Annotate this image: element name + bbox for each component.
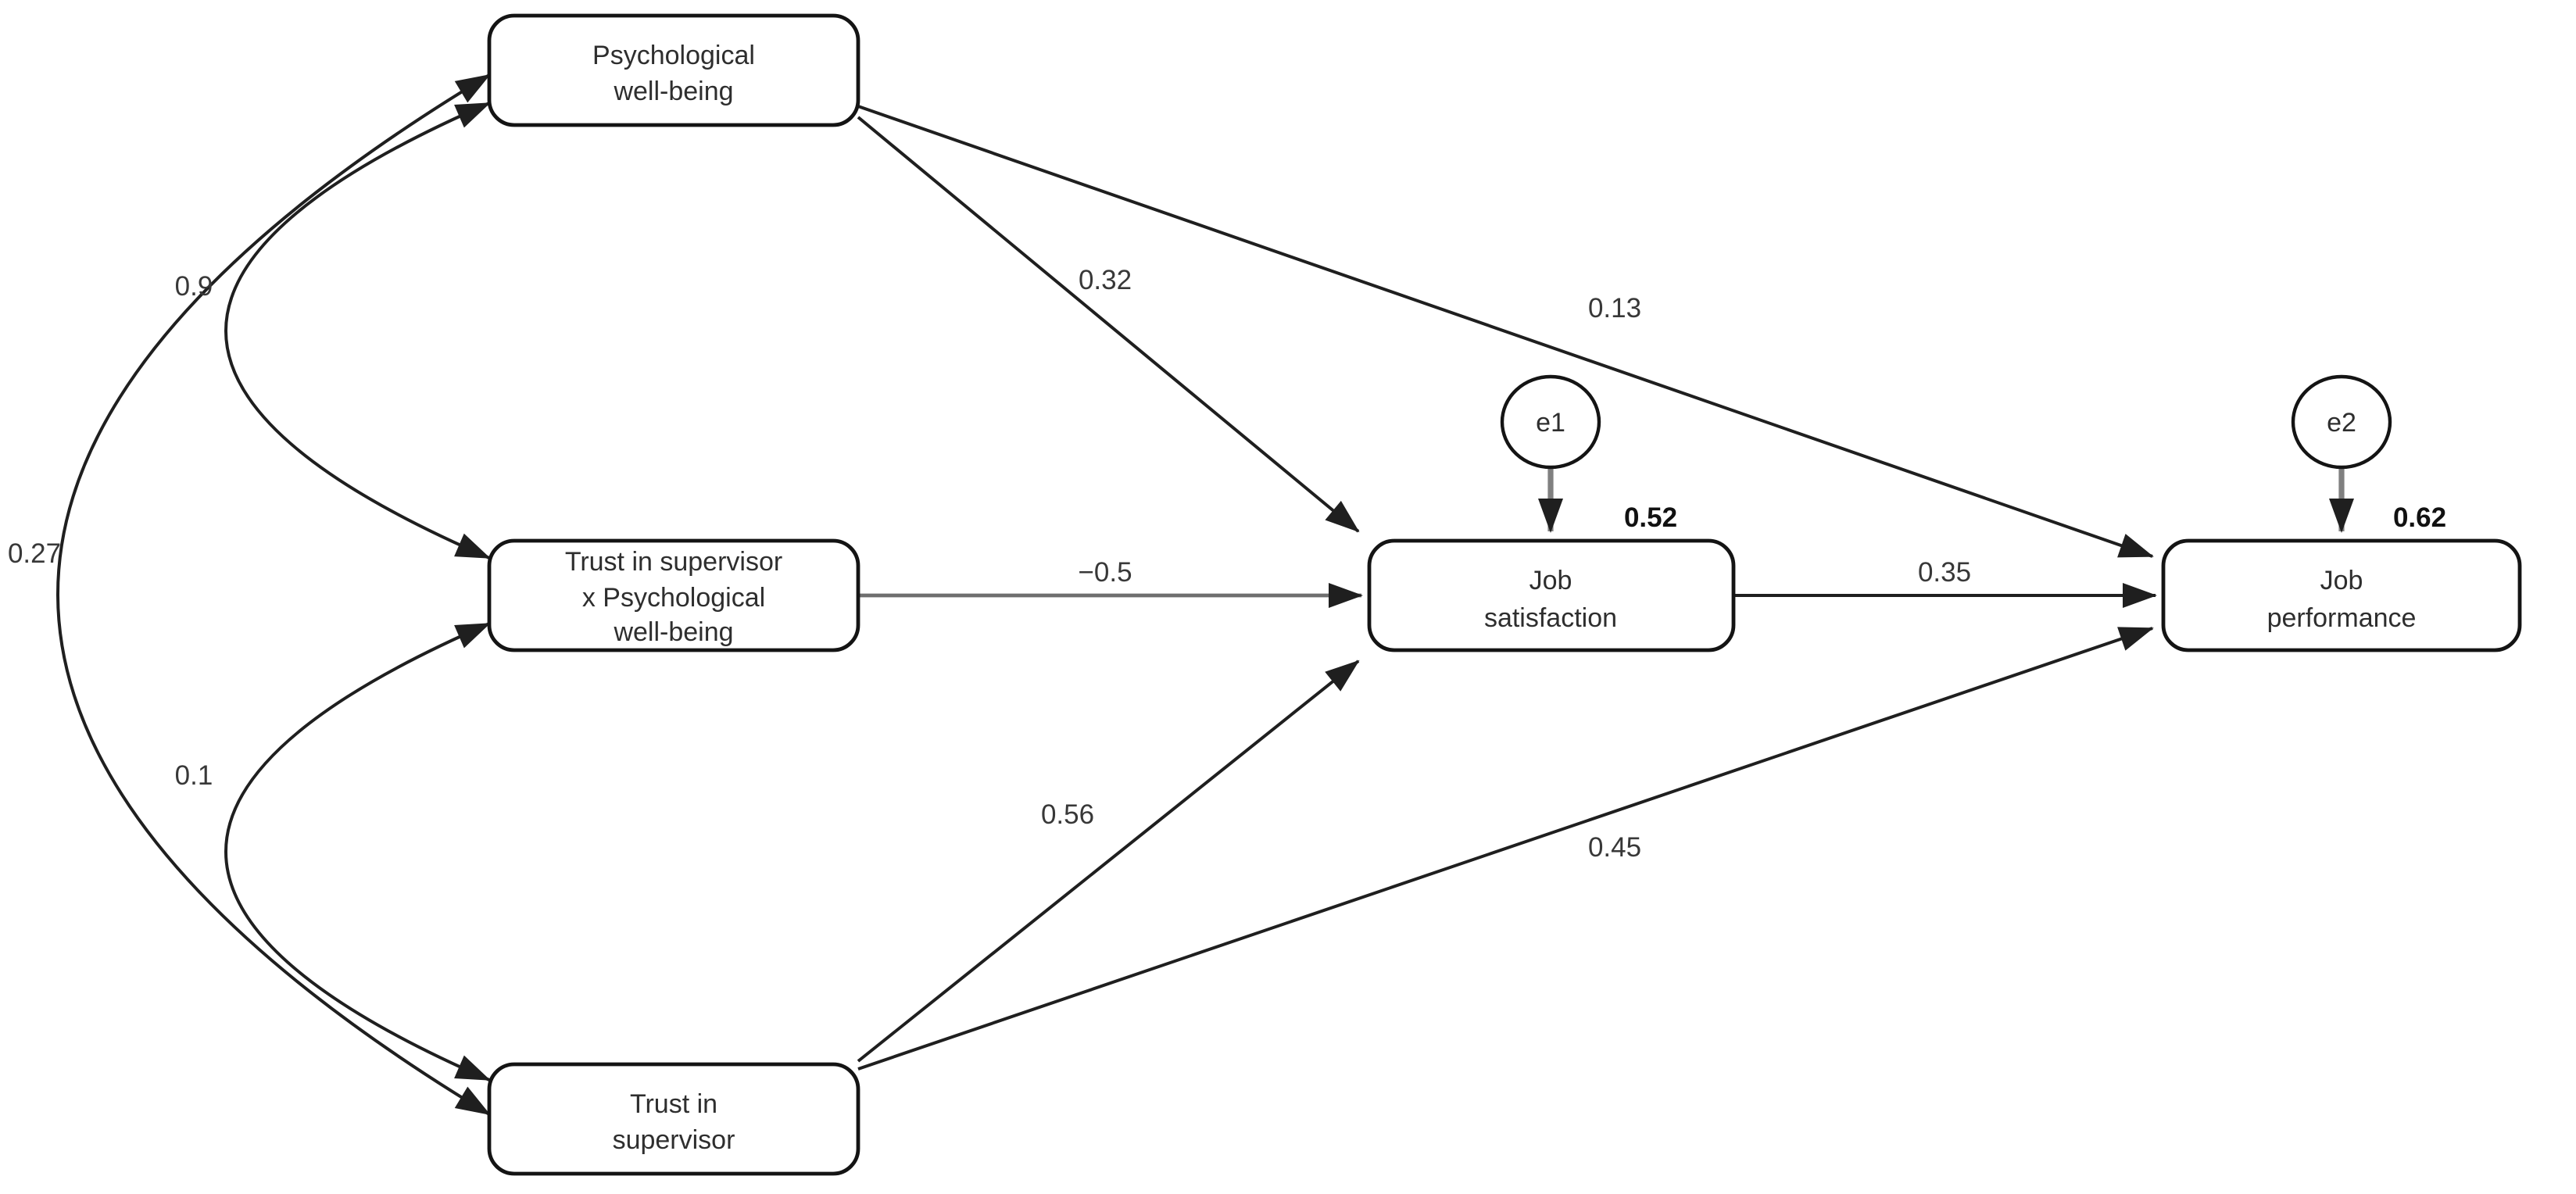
- covariance-pwb-trust-label: 0.27: [8, 538, 61, 569]
- coefficient-trust-jobperf: 0.45: [1588, 832, 1641, 863]
- node-interaction-label-line2: x Psychological: [582, 583, 765, 613]
- node-trust-label-line2: supervisor: [613, 1125, 735, 1155]
- error-term-e2-circle: [2291, 374, 2392, 470]
- node-jobperf-label-line1: Job: [2320, 566, 2363, 595]
- covariance-pwb-interaction-label: 0.9: [175, 271, 213, 302]
- coefficient-jobsat-jobperf: 0.35: [1918, 557, 1971, 588]
- coefficient-pwb-jobsat: 0.32: [1079, 265, 1132, 295]
- coefficient-trust-jobsat: 0.56: [1041, 799, 1094, 830]
- node-jobsat-label-line2: satisfaction: [1484, 603, 1617, 633]
- node-psychological-well-being-label-line1: Psychological: [592, 41, 755, 70]
- variance-jobsat-label: 0.52: [1624, 502, 1677, 533]
- error-term-e1-circle: [1500, 374, 1601, 470]
- node-jobsat-label-line1: Job: [1530, 566, 1572, 595]
- covariance-arc-pwb-trust: [56, 73, 491, 1116]
- variance-jobperf-label: 0.62: [2393, 502, 2446, 533]
- node-interaction-label-line1: Trust in supervisor: [565, 547, 782, 577]
- path-trust-to-jobsat: [857, 660, 1360, 1063]
- covariance-arc-interaction-trust: [224, 622, 491, 1081]
- error-term-e1-label: e1: [1536, 408, 1565, 438]
- coefficient-interaction-jobsat: −0.5: [1078, 557, 1132, 588]
- node-interaction-label-line3: well-being: [613, 617, 733, 647]
- error-term-e2-label: e2: [2327, 408, 2356, 438]
- node-psychological-well-being-label-line2: well-being: [613, 77, 733, 106]
- node-jobperf-label-line2: performance: [2267, 603, 2417, 633]
- covariance-arc-pwb-interaction: [224, 102, 491, 559]
- path-pwb-to-jobsat: [857, 116, 1360, 533]
- node-psychological-well-being: [487, 13, 860, 127]
- covariance-interaction-trust-label: 0.1: [175, 760, 213, 791]
- path-pwb-to-jobperf: [857, 105, 2154, 558]
- node-trust-label-line1: Trust in: [630, 1089, 717, 1119]
- node-job-performance: [2161, 538, 2522, 652]
- node-job-satisfaction: [1367, 538, 1736, 652]
- node-interaction-term: [487, 538, 860, 652]
- node-trust-in-supervisor: [487, 1062, 860, 1176]
- path-trust-to-jobperf: [857, 627, 2154, 1071]
- coefficient-pwb-jobperf: 0.13: [1588, 293, 1641, 324]
